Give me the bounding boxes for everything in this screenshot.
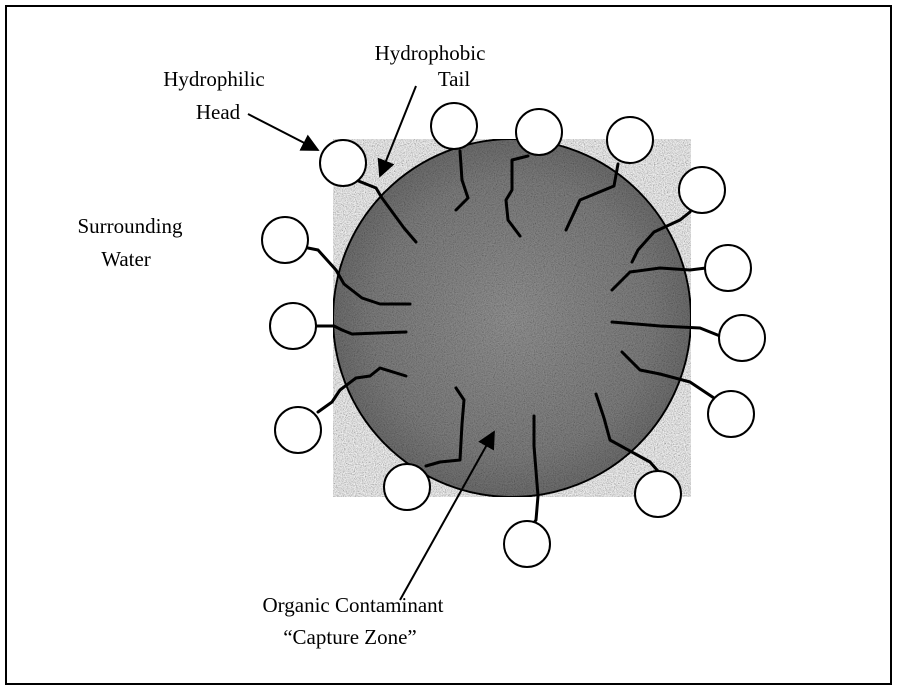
- hydrophilic-head: [270, 303, 316, 349]
- surrounding-water-label-line1: Surrounding: [78, 214, 184, 238]
- tail-pointer-arrow: [380, 86, 416, 176]
- hydrophilic-head: [262, 217, 308, 263]
- hydrophilic-head: [708, 391, 754, 437]
- surrounding-water-label-line2: Water: [101, 247, 151, 271]
- capture-zone-label-line2: “Capture Zone”: [283, 625, 417, 649]
- hydrophilic-head: [719, 315, 765, 361]
- hydrophilic-head-label-line1: Hydrophilic: [163, 67, 264, 91]
- hydrophilic-head: [504, 521, 550, 567]
- hydrophobic-tail-label-line1: Hydrophobic: [375, 41, 486, 65]
- hydrophilic-head: [705, 245, 751, 291]
- hydrophilic-head-label-line2: Head: [196, 100, 241, 124]
- hydrophilic-head: [275, 407, 321, 453]
- hydrophobic-tail-label-line2: Tail: [438, 67, 471, 91]
- hydrophilic-head: [607, 117, 653, 163]
- hydrophilic-head: [516, 109, 562, 155]
- hydrophilic-head: [431, 103, 477, 149]
- hydrophilic-head: [679, 167, 725, 213]
- capture-zone-label-line1: Organic Contaminant: [263, 593, 444, 617]
- head-pointer-arrow: [248, 114, 318, 150]
- hydrophilic-head: [635, 471, 681, 517]
- hydrophilic-head: [320, 140, 366, 186]
- hydrophilic-head: [384, 464, 430, 510]
